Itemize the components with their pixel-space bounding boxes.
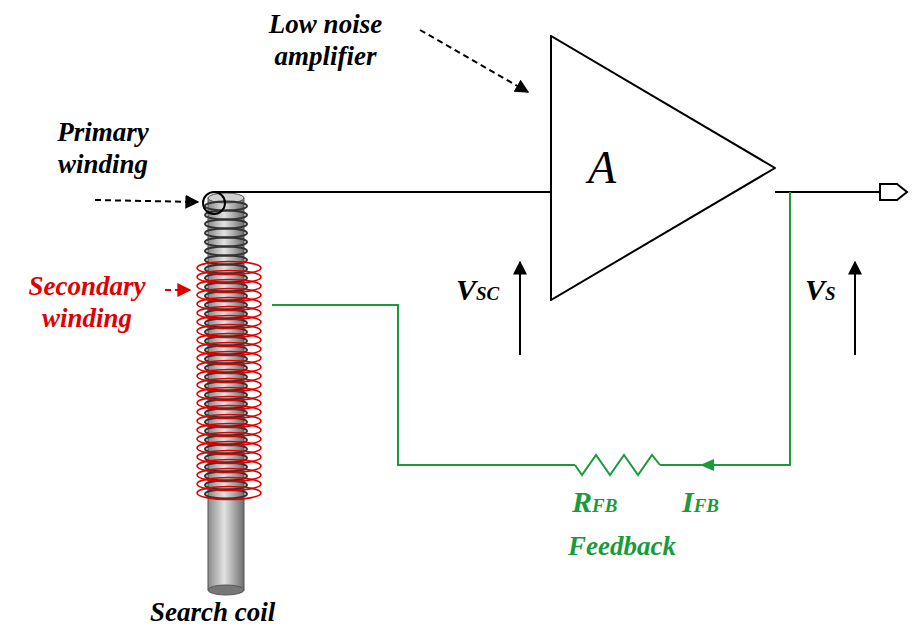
amplifier-gain: A <box>588 140 616 195</box>
amplifier-triangle: A <box>550 35 776 301</box>
rod-end <box>208 585 244 595</box>
search-coil <box>197 193 261 595</box>
secondary-label: Secondary winding <box>2 270 172 335</box>
secondary-turn <box>197 487 261 500</box>
resistor-label: RFB <box>572 484 617 520</box>
voltage-arrow <box>854 262 856 355</box>
secondary-turns <box>197 262 261 500</box>
leader-arrow <box>165 289 190 291</box>
voltage-arrow <box>519 262 521 355</box>
amplifier-label: Low noise amplifier <box>238 8 413 73</box>
primary-turn <box>205 238 247 247</box>
feedback-wire <box>660 192 790 465</box>
resistor-symbol <box>575 455 660 475</box>
feedback-wire <box>272 305 575 465</box>
primary-loop <box>203 192 225 214</box>
current-arrow <box>700 459 714 471</box>
part-name: Search coil <box>150 596 275 628</box>
primary-turn <box>205 202 247 211</box>
input-wire <box>214 191 550 193</box>
primary-turn <box>205 229 247 238</box>
triangle-outline <box>550 35 776 301</box>
primary-turn <box>205 247 247 256</box>
amplifier-outline <box>551 36 775 300</box>
current-label: IFB <box>682 484 719 520</box>
signal-name: VS <box>805 272 836 308</box>
leader-arrow <box>420 30 528 92</box>
leader-arrow <box>95 200 198 202</box>
signal-name: VSC <box>456 272 499 308</box>
output-terminal <box>880 184 907 200</box>
primary-turn <box>205 220 247 229</box>
primary-turn <box>205 211 247 220</box>
feedback-label: Feedback <box>568 530 676 562</box>
primary-label: Primary winding <box>28 116 178 181</box>
